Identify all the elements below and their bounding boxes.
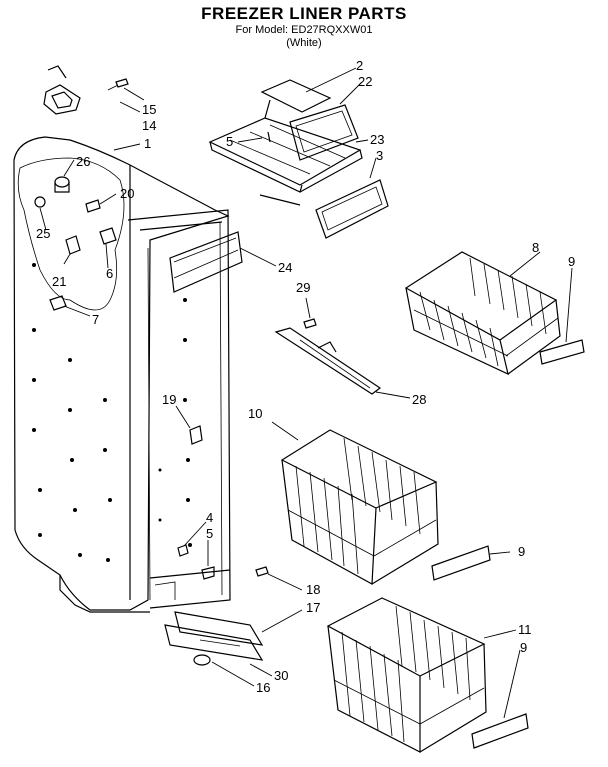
callout-1: 1 [144, 136, 151, 151]
wire-basket-10 [280, 429, 439, 585]
callout-9c: 9 [520, 640, 527, 655]
callout-7: 7 [92, 312, 99, 327]
callout-14: 14 [142, 118, 156, 133]
duct-cover-24 [169, 231, 243, 293]
bottom-trim-17 [164, 611, 264, 661]
wire-basket-11 [326, 597, 487, 753]
callout-30: 30 [274, 668, 288, 683]
callout-2: 2 [356, 58, 363, 73]
shelf-bracket-2 [260, 79, 332, 143]
freezer-liner [13, 136, 231, 613]
callout-25: 25 [36, 226, 50, 241]
screw-15 [107, 78, 129, 91]
callout-19: 19 [162, 392, 176, 407]
callout-5a: 5 [226, 134, 233, 149]
liner-components [34, 176, 117, 311]
callout-29: 29 [296, 280, 310, 295]
shelf-rail-28 [274, 327, 382, 395]
callout-20: 20 [120, 186, 134, 201]
callout-5b: 5 [206, 526, 213, 541]
callout-4: 4 [206, 510, 213, 525]
callout-9a: 9 [568, 254, 575, 269]
knob-16 [193, 654, 211, 666]
basket-front-9c [471, 713, 529, 749]
callout-6: 6 [106, 266, 113, 281]
handle-bracket [43, 65, 81, 115]
callout-18: 18 [306, 582, 320, 597]
callout-24: 24 [278, 260, 292, 275]
callout-9b: 9 [518, 544, 525, 559]
callout-10: 10 [248, 406, 262, 421]
callout-17: 17 [306, 600, 320, 615]
callout-15: 15 [142, 102, 156, 117]
model-number: For Model: ED27RQXXW01 [235, 24, 373, 36]
callout-8: 8 [532, 240, 539, 255]
bracket-19 [189, 425, 203, 445]
callout-21: 21 [52, 274, 66, 289]
callout-11: 11 [518, 622, 532, 637]
callout-23: 23 [370, 132, 384, 147]
leader-lines [39, 67, 573, 719]
callout-labels: 1 2 3 4 5 5 6 7 8 9 9 9 10 11 14 15 16 1… [36, 58, 575, 695]
callout-28: 28 [412, 392, 426, 407]
model-color: (White) [286, 37, 322, 49]
shelf-frame-23 [208, 117, 363, 206]
wire-basket-8 [404, 251, 561, 376]
callout-22: 22 [358, 74, 372, 89]
screw-29 [303, 318, 317, 329]
screw-18 [255, 566, 269, 577]
callout-3: 3 [376, 148, 383, 163]
basket-front-9a [539, 339, 585, 365]
glass-panel-22 [289, 104, 359, 161]
page-title: FREEZER LINER PARTS [201, 4, 407, 23]
callout-16: 16 [256, 680, 270, 695]
hinge-parts [177, 544, 215, 580]
basket-front-9b [431, 545, 491, 581]
glass-panel-3 [315, 179, 389, 239]
callout-26: 26 [76, 154, 90, 169]
